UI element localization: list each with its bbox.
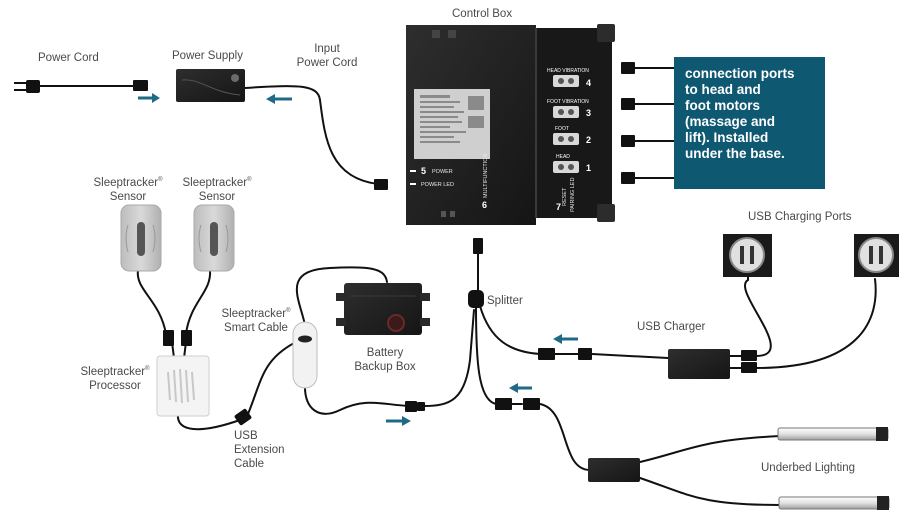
reset-port-number: 7 [556,202,561,212]
power-port-label: POWER [432,169,453,175]
sensor-left-reg-mark: ® [158,177,163,183]
input-power-cord-label-line2: Power Cord [296,57,358,69]
port-2-cable [755,278,877,369]
sensor-right-label: Sleeptracker® Sensor [180,173,254,204]
usb-charger-in [591,353,669,359]
reset-label: RESET [562,187,568,206]
arrow-to-power-supply [138,93,160,103]
connectors [133,62,757,426]
arrow-from-power-supply [266,94,292,104]
pairing-led-label: PAIRING LED [570,178,576,212]
arrow-from-lighting [509,383,532,393]
sensor-right-label-line1: Sleeptracker [182,176,248,189]
usb-extension-label: USB Extension Cable [234,429,290,471]
sleeptracker-sensor-left [120,204,162,272]
motor-ports-callout: connection ports to head and foot motors… [674,57,825,189]
smart-cable-reg-mark: ® [286,308,291,314]
input-power-cord-label: Input Power Cord [285,42,369,70]
port-1-cable [744,276,772,357]
port-foot: FOOT 2 [553,126,591,145]
motor-ports-callout-text: connection ports to head and foot motors… [685,66,795,161]
port-head-vibration-number: 4 [586,78,591,88]
usb-charging-port-1 [723,234,772,277]
input-power-cord-label-line1: Input [314,43,340,55]
control-box-label: Control Box [452,8,513,20]
usb-extension-label-line3: Cable [234,458,265,470]
hub-to-light-2 [639,477,781,506]
port-foot-number: 2 [586,135,591,145]
smart-cable-label-line2: Smart Cable [224,321,288,334]
lead-to-splitter [423,309,475,407]
power-plug [14,80,40,93]
processor-label-line2: Processor [89,379,141,392]
underbed-light-strip-1 [777,427,889,441]
port-head-label: HEAD [556,154,570,160]
splitter-label: Splitter [487,295,523,307]
lighting-hub [588,458,640,482]
battery-backup-label: Battery Backup Box [346,346,424,374]
multifunction-label: MULTIFUNCTION [483,153,489,198]
sleeptracker-smart-cable [292,321,318,389]
port-head-vibration: HEAD VIBRATION 4 [547,68,591,88]
multifunction-port-number: 6 [482,200,487,210]
smart-cable-label-line1: Sleeptracker [221,307,287,320]
sensor-right-reg-mark: ® [247,177,252,183]
light-to-hub [539,403,591,471]
sensor-right-cable [185,269,212,335]
processor-label: Sleeptracker® Processor [76,362,154,393]
sensor-right-label-line2: Sensor [198,190,236,203]
port-head-vibration-label: HEAD VIBRATION [547,68,589,74]
battery-backup-box [336,283,430,335]
port-head-number: 1 [586,163,591,173]
smart-cable-label: Sleeptracker® Smart Cable [217,304,295,335]
usb-charging-ports-label: USB Charging Ports [748,211,852,223]
power-supply-label: Power Supply [172,50,243,62]
smart-cable-to-lead [303,383,409,415]
sensor-left-label: Sleeptracker® Sensor [91,173,165,204]
port-head: HEAD 1 [553,154,591,173]
usb-charger [668,349,730,379]
splitter-to-usb [479,305,541,355]
power-port-number: 5 [421,166,426,176]
battery-backup-label-line1: Battery [366,347,404,359]
port-foot-label: FOOT [555,126,569,132]
splitter-to-light [475,305,497,405]
port-foot-vibration-label: FOOT VIBRATION [547,99,589,105]
usb-extension-label-line1: USB [234,430,258,442]
underbed-light-strip-2 [778,496,890,510]
usb-charging-port-2 [854,234,899,277]
usb-extension-cable [176,413,241,431]
power-cord-label: Power Cord [38,52,99,64]
smart-cable-lower [247,339,301,415]
flow-arrows [138,93,578,426]
arrow-from-usb-charger [553,334,578,344]
sleeptracker-processor [156,355,210,417]
sleeptracker-sensor-right [193,204,235,272]
control-box: 5 POWER POWER LED 6 MULTIFUNCTION HEAD V… [406,24,615,225]
usb-extension-label-line2: Extension [234,444,285,456]
input-power-cord-cable [244,84,379,185]
processor-reg-mark: ® [145,366,150,372]
underbed-lighting-label: Underbed Lighting [761,462,855,474]
port-foot-vibration: FOOT VIBRATION 3 [547,99,591,118]
battery-cable [295,266,388,326]
battery-backup-label-line2: Backup Box [354,361,416,373]
sensor-left-cable [136,269,167,335]
sensor-left-label-line1: Sleeptracker [93,176,159,189]
arrow-to-splitter [386,416,411,426]
sensor-left-label-line2: Sensor [109,190,147,203]
power-supply [176,69,245,102]
power-led-label: POWER LED [421,182,454,188]
usb-charger-label: USB Charger [637,321,706,333]
port-foot-vibration-number: 3 [586,108,591,118]
hub-to-light-1 [639,435,781,463]
processor-label-line1: Sleeptracker [80,365,146,378]
